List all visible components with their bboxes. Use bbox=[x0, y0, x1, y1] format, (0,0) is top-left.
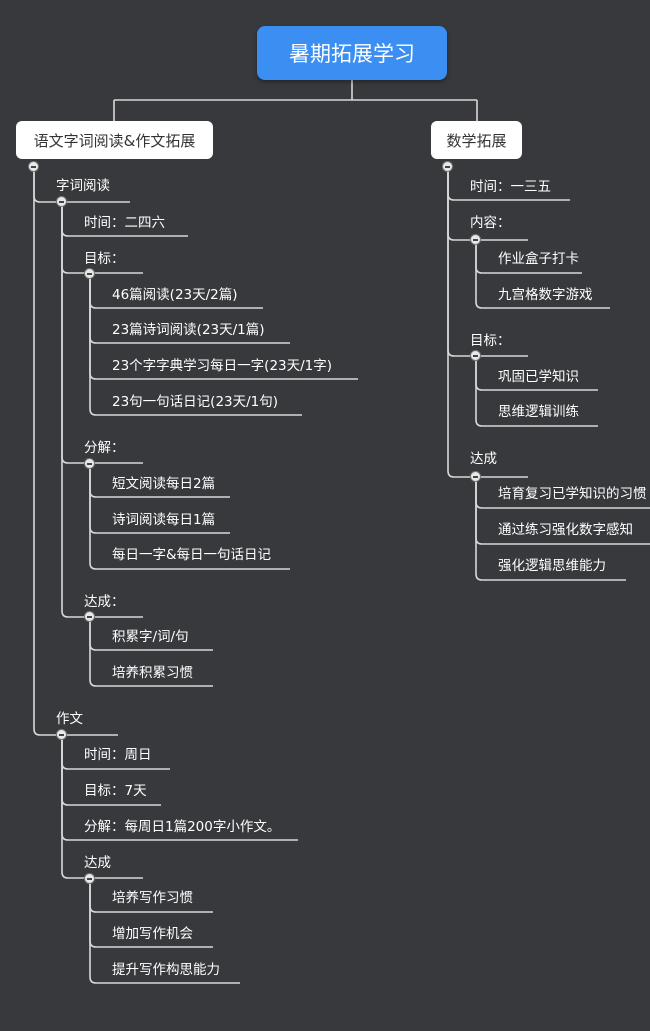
root-topic[interactable]: 暑期拓展学习 bbox=[257, 26, 447, 80]
topic-achieve-accumulate[interactable]: 积累字/词/句 bbox=[112, 629, 189, 645]
topic-math-goal[interactable]: 目标： bbox=[470, 333, 511, 349]
topic-zuowen-goal[interactable]: 目标：7天 bbox=[84, 783, 147, 799]
collapse-toggle-ziciyuedu[interactable] bbox=[56, 196, 67, 207]
topic-zuowen-breakdown[interactable]: 分解：每周日1篇200字小作文。 bbox=[84, 819, 281, 835]
collapse-toggle-math-content[interactable] bbox=[470, 234, 481, 245]
collapse-toggle-math-achieve[interactable] bbox=[470, 471, 481, 482]
topic-math-achieve[interactable]: 达成 bbox=[470, 451, 497, 467]
topic-breakdown-daily[interactable]: 每日一字&每日一句话日记 bbox=[112, 547, 272, 563]
topic-ziciyuedu-breakdown[interactable]: 分解： bbox=[84, 440, 125, 456]
collapse-toggle-ziciyuedu-breakdown[interactable] bbox=[84, 458, 95, 469]
topic-goal-poetry[interactable]: 23篇诗词阅读(23天/1篇) bbox=[112, 322, 265, 338]
topic-ziciyuedu-goal[interactable]: 目标： bbox=[84, 251, 125, 267]
collapse-toggle-ziciyuedu-achieve[interactable] bbox=[84, 611, 95, 622]
collapse-toggle-zuowen-achieve[interactable] bbox=[84, 873, 95, 884]
topic-zuowen-ability[interactable]: 提升写作构思能力 bbox=[112, 962, 220, 978]
topic-zuowen-achieve[interactable]: 达成 bbox=[84, 855, 111, 871]
topic-breakdown-poetry[interactable]: 诗词阅读每日1篇 bbox=[112, 512, 216, 528]
topic-ziciyuedu-achieve[interactable]: 达成： bbox=[84, 594, 125, 610]
topic-achieve-logic[interactable]: 强化逻辑思维能力 bbox=[498, 558, 606, 574]
collapse-toggle-chinese[interactable] bbox=[28, 161, 39, 172]
collapse-toggle-math[interactable] bbox=[442, 161, 453, 172]
topic-goal-consolidate[interactable]: 巩固已学知识 bbox=[498, 369, 579, 385]
topic-math-time[interactable]: 时间：一三五 bbox=[470, 179, 551, 195]
topic-achieve-number[interactable]: 通过练习强化数字感知 bbox=[498, 522, 633, 538]
topic-zuowen[interactable]: 作文 bbox=[56, 711, 83, 727]
topic-goal-dictionary[interactable]: 23个字字典学习每日一字(23天/1字) bbox=[112, 358, 333, 374]
topic-goal-diary[interactable]: 23句一句话日记(23天/1句) bbox=[112, 394, 279, 410]
topic-breakdown-short[interactable]: 短文阅读每日2篇 bbox=[112, 476, 216, 492]
branch-chinese-topic[interactable]: 语文字词阅读&作文拓展 bbox=[16, 121, 213, 159]
topic-zuowen-habit[interactable]: 培养写作习惯 bbox=[112, 890, 193, 906]
topic-goal-logic[interactable]: 思维逻辑训练 bbox=[498, 404, 579, 420]
topic-content-sudoku[interactable]: 九宫格数字游戏 bbox=[498, 287, 593, 303]
topic-math-content[interactable]: 内容： bbox=[470, 215, 511, 231]
topic-goal-reading[interactable]: 46篇阅读(23天/2篇) bbox=[112, 287, 238, 303]
topic-achieve-review[interactable]: 培育复习已学知识的习惯 bbox=[498, 486, 647, 502]
collapse-toggle-math-goal[interactable] bbox=[470, 350, 481, 361]
collapse-toggle-zuowen[interactable] bbox=[56, 729, 67, 740]
topic-ziciyuedu[interactable]: 字词阅读 bbox=[56, 178, 110, 194]
branch-math-topic[interactable]: 数学拓展 bbox=[431, 121, 522, 159]
topic-zuowen-opportunity[interactable]: 增加写作机会 bbox=[112, 926, 193, 942]
collapse-toggle-ziciyuedu-goal[interactable] bbox=[84, 268, 95, 279]
topic-content-homework[interactable]: 作业盒子打卡 bbox=[498, 251, 579, 267]
topic-achieve-habit[interactable]: 培养积累习惯 bbox=[112, 665, 193, 681]
topic-zuowen-time[interactable]: 时间：周日 bbox=[84, 747, 152, 763]
topic-ziciyuedu-time[interactable]: 时间：二四六 bbox=[84, 215, 165, 231]
